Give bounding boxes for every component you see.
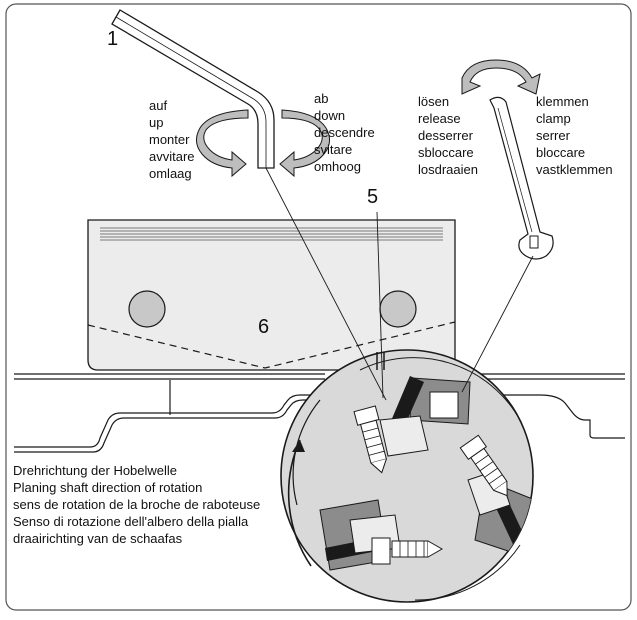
caption-line: Drehrichtung der Hobelwelle xyxy=(13,463,178,478)
planer-table xyxy=(14,373,625,453)
callout-5: 5 xyxy=(367,186,379,208)
label-line: avvitare xyxy=(149,149,195,164)
caption-line: draairichting van de schaafas xyxy=(13,531,183,546)
label-line: omlaag xyxy=(149,166,192,181)
label-line: auf xyxy=(149,98,168,113)
leader-lines xyxy=(265,167,534,401)
caption-line: sens de rotation de la broche de raboteu… xyxy=(13,497,261,512)
wrench-clamp-labels: klemmen clamp serrer bloccare vastklemme… xyxy=(536,93,613,178)
label-line: up xyxy=(149,115,164,130)
allen-key xyxy=(111,9,275,169)
rotation-arrow xyxy=(287,439,312,567)
allen-key-arrow-left xyxy=(196,109,249,178)
label-line: klemmen xyxy=(536,94,589,109)
label-line: lösen xyxy=(418,94,450,109)
label-line: descendre xyxy=(314,125,375,140)
label-line: bloccare xyxy=(536,145,586,160)
guard-knob-left xyxy=(128,290,166,328)
label-line: desserrer xyxy=(418,128,473,143)
caption-line: Planing shaft direction of rotation xyxy=(13,480,203,495)
allen-key-loosen-labels: ab down descendre svitare omhoog xyxy=(314,90,375,175)
label-line: svitare xyxy=(314,142,353,157)
label-line: monter xyxy=(149,132,190,147)
label-line: serrer xyxy=(536,128,570,143)
callout-6: 6 xyxy=(258,316,270,338)
allen-key-arrow-right xyxy=(279,109,330,178)
label-line: losdraaien xyxy=(418,162,478,177)
callout-1: 1 xyxy=(107,28,119,50)
knife-set-top xyxy=(353,376,471,474)
label-line: vastklemmen xyxy=(536,162,613,177)
label-line: sbloccare xyxy=(418,145,474,160)
wrench xyxy=(489,96,554,260)
label-line: ab xyxy=(314,91,329,106)
knife-set-bottom xyxy=(319,499,444,571)
label-line: release xyxy=(418,111,461,126)
wrench-release-labels: lösen release desserrer sbloccare losdra… xyxy=(418,93,478,178)
label-line: down xyxy=(314,108,346,123)
outer-frame xyxy=(5,3,632,611)
label-line: omhoog xyxy=(314,159,361,174)
label-line: clamp xyxy=(536,111,571,126)
allen-key-tighten-labels: auf up monter avvitare omlaag xyxy=(149,97,195,182)
cutterhead xyxy=(280,349,534,603)
rotation-direction-caption: Drehrichtung der Hobelwelle Planing shaf… xyxy=(13,462,260,547)
screw-marker xyxy=(376,352,385,370)
guard-knob-right xyxy=(379,290,417,328)
cutter-guard xyxy=(87,219,456,371)
wrench-rotate-arrow xyxy=(461,59,541,95)
caption-line: Senso di rotazione dell'albero della pia… xyxy=(13,514,249,529)
